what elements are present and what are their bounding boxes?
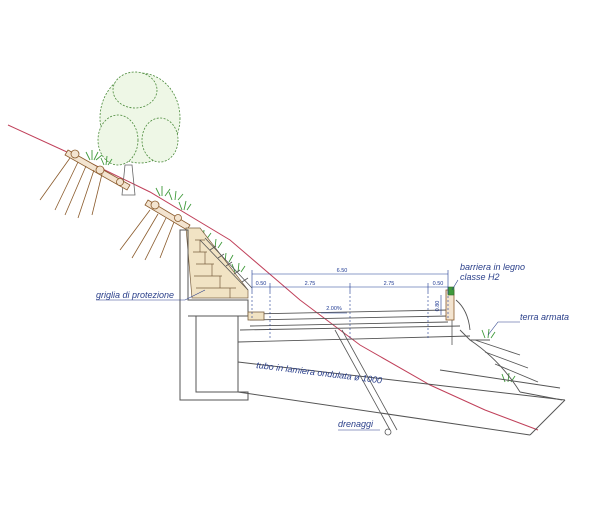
dimension-lines — [251, 270, 449, 340]
label-reinforced-soil: terra armata — [520, 312, 569, 322]
label-drainage: drenaggi — [338, 419, 374, 429]
dim-barrier-height: 0.80 — [435, 301, 441, 312]
stone-wall — [185, 227, 249, 299]
label-barrier-class: classe H2 — [460, 272, 500, 282]
label-barrier: barriera in legno — [460, 262, 525, 272]
vegetation — [85, 150, 516, 383]
road-pavement — [237, 309, 471, 343]
dim-left-margin: 0.50 — [256, 281, 267, 287]
terrain-line — [7, 124, 539, 431]
corrugated-pipe — [237, 361, 566, 436]
label-pipe: tubo in lamiera ondulata ø 1000 — [256, 360, 383, 385]
dim-slope: 2.00% — [326, 306, 342, 312]
dim-lane-right: 2.75 — [384, 281, 395, 287]
dim-right-margin: 0.50 — [433, 281, 444, 287]
tree-icon — [97, 71, 181, 196]
dim-lane-left: 2.75 — [305, 281, 316, 287]
leader-lines — [96, 279, 520, 431]
upper-crib-wall — [39, 149, 131, 219]
dim-total-width: 6.50 — [337, 268, 348, 274]
reinforced-embankment — [455, 299, 563, 401]
middle-crib-wall — [119, 199, 191, 261]
protection-grid — [199, 237, 253, 291]
road-curb — [247, 311, 265, 321]
label-protection-grid: griglia di protezione — [96, 290, 174, 300]
drainage-pipe — [334, 329, 398, 436]
concrete-wall — [179, 229, 249, 401]
